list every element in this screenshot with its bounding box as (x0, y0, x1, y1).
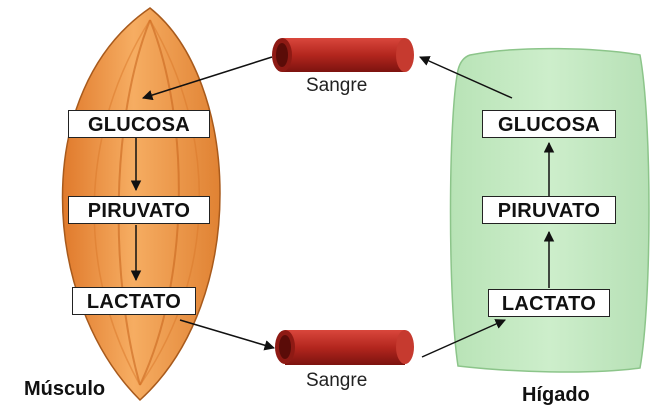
blood-vessel-bottom (275, 330, 414, 365)
muscle-pyruvate-box: PIRUVATO (68, 196, 210, 224)
blood-label-bottom: Sangre (306, 370, 367, 392)
liver-glucose-box: GLUCOSA (482, 110, 616, 138)
muscle-lactate-box: LACTATO (72, 287, 196, 315)
blood-label-top: Sangre (306, 75, 367, 97)
liver-pyruvate-box: PIRUVATO (482, 196, 616, 224)
muscle-glucose-box: GLUCOSA (68, 110, 210, 138)
liver-lactate-box: LACTATO (488, 289, 610, 317)
blood-vessel-top (272, 38, 414, 72)
liver-title: Hígado (522, 384, 590, 407)
arrow-muscle-to-blood (180, 320, 274, 348)
muscle-title: Músculo (24, 378, 105, 401)
